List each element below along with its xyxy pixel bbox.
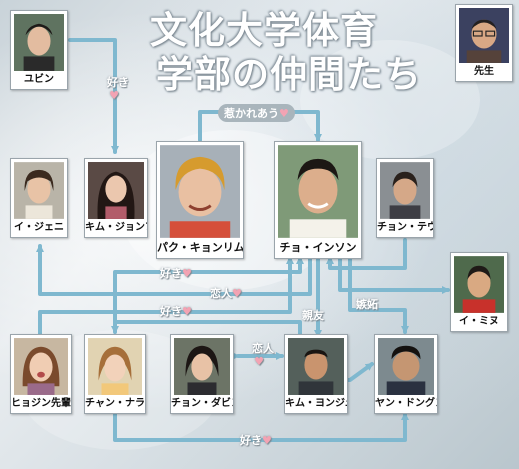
card-imizu[interactable]: イ・ミヌ [450,252,508,332]
card-choinson[interactable]: チョ・インソン [274,141,362,259]
character-name: ユビン [24,74,54,85]
portrait-photo [14,338,68,395]
character-name: ヒョジン先輩 [11,398,71,409]
label-shitto: 嫉妬 [356,298,378,311]
label-suki-2: 好き♥ [160,267,192,280]
arrow-koibito-ijeni [36,244,312,296]
character-name: キム・ジョンファ [85,222,147,233]
heart-icon: ♥ [182,305,192,318]
card-pakukyonrimu[interactable]: パク・キョンリム [156,141,244,259]
character-name: イ・ジェニ [14,222,64,233]
card-kimjonfa[interactable]: キム・ジョンファ [84,158,148,238]
portrait-photo [88,338,142,395]
label-koibito-2: 恋人♥ [252,342,274,368]
background-glow [300,40,480,160]
card-sensei[interactable]: 先生 [455,4,513,82]
character-name: チョ・インソン [279,241,357,254]
character-name: イ・ミヌ [459,316,499,327]
heart-icon: ♥ [262,434,272,447]
card-hyojin[interactable]: ヒョジン先輩 [10,334,72,414]
card-ijeni[interactable]: イ・ジェニ [10,158,68,238]
portrait-photo [88,162,144,219]
card-yubin[interactable]: ユビン [10,10,68,90]
label-suki-4: 好き♥ [240,434,272,447]
arrow-choinson-to-imizu [338,256,450,294]
card-yandongun[interactable]: ヤン・ドングン [374,334,438,414]
portrait-photo [14,162,64,219]
card-chontefu[interactable]: チョン・テウ [376,158,434,238]
character-name: チョン・ダビン [171,398,233,409]
arrow-nara-to-yandongun [113,410,409,442]
label-suki-3: 好き♥ [160,305,192,318]
label-hikareau: 惹かれあう♥ [218,104,295,122]
portrait-photo [174,338,230,395]
portrait-photo [278,145,358,238]
character-name: キム・ヨンジュン [285,398,347,409]
heart-icon: ♥ [279,107,289,120]
card-channara[interactable]: チャン・ナラ [84,334,146,414]
heart-icon: ♥ [182,267,192,280]
character-name: 先生 [474,66,494,77]
portrait-photo [14,14,64,71]
heart-icon: ♥ [109,89,119,102]
character-name: ヤン・ドングン [375,398,437,409]
arrow-shitto [348,256,409,334]
character-name: パク・キョンリム [157,241,243,254]
label-koibito-1: 恋人♥ [210,287,242,300]
arrow-yonjun-to-nara [111,320,302,338]
character-name: チャン・ナラ [85,398,145,409]
portrait-photo [288,338,344,395]
portrait-photo [378,338,434,395]
title-line-1: 文化大学体育 [150,8,378,52]
label-shinyu: 親友 [302,309,324,322]
label-suki-yubin: 好き♥ [107,76,129,102]
portrait-photo [160,145,240,238]
portrait-photo [380,162,430,219]
card-chondabin[interactable]: チョン・ダビン [170,334,234,414]
arrow-yubin-to-kimjonfa [68,38,119,154]
character-name: チョン・テウ [377,222,433,233]
card-kimyonjun[interactable]: キム・ヨンジュン [284,334,348,414]
title-line-2: 学部の仲間たち [156,52,422,96]
heart-icon: ♥ [254,355,264,368]
arrow-hyojin-to-choinson [38,256,294,337]
portrait-photo [459,8,509,63]
chart-title: 文化大学体育 学部の仲間たち [150,8,422,96]
heart-icon: ♥ [232,287,242,300]
portrait-photo [454,256,504,313]
arrow-chontefu-to-choinson [326,238,407,270]
arrow-suki-to-choinson [113,256,304,332]
